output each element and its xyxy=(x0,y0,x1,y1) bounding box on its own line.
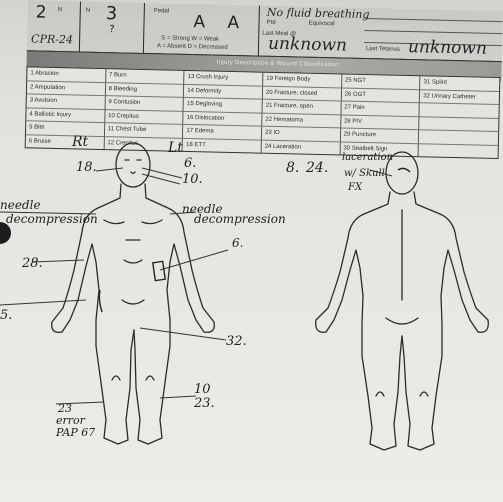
back-annotation-24: 24. xyxy=(306,160,328,176)
front-body-outline xyxy=(52,143,215,444)
back-body-outline xyxy=(316,152,489,450)
annotation-code-6: 6. xyxy=(184,156,196,171)
annotation-code-18: 18. xyxy=(76,160,97,175)
annotation-code-edge: 5. xyxy=(0,308,12,323)
right-side-label: Rt xyxy=(72,134,88,150)
laceration-note-1: laceration xyxy=(342,152,393,163)
annotation-code-6b: 6. xyxy=(232,236,243,250)
annotation-code-10b: 10 xyxy=(194,382,211,397)
annotation-code-28: 28. xyxy=(22,256,43,271)
back-annotation-code: 8. xyxy=(286,160,299,176)
left-side-label: Lt xyxy=(168,140,183,156)
laceration-note-3: FX xyxy=(348,182,362,193)
laceration-note-2: w/ Skull xyxy=(344,168,385,179)
error-note-line3: PAP 67 xyxy=(56,426,95,439)
needle-decompression-right: needle xyxy=(0,198,41,212)
needle-decompression-right-2: decompression xyxy=(6,212,98,226)
needle-decompression-left-2: decompression xyxy=(194,212,286,226)
annotation-code-32: 32. xyxy=(226,334,247,349)
annotation-code-23: 23. xyxy=(194,396,215,411)
annotation-code-10: 10. xyxy=(182,172,203,187)
